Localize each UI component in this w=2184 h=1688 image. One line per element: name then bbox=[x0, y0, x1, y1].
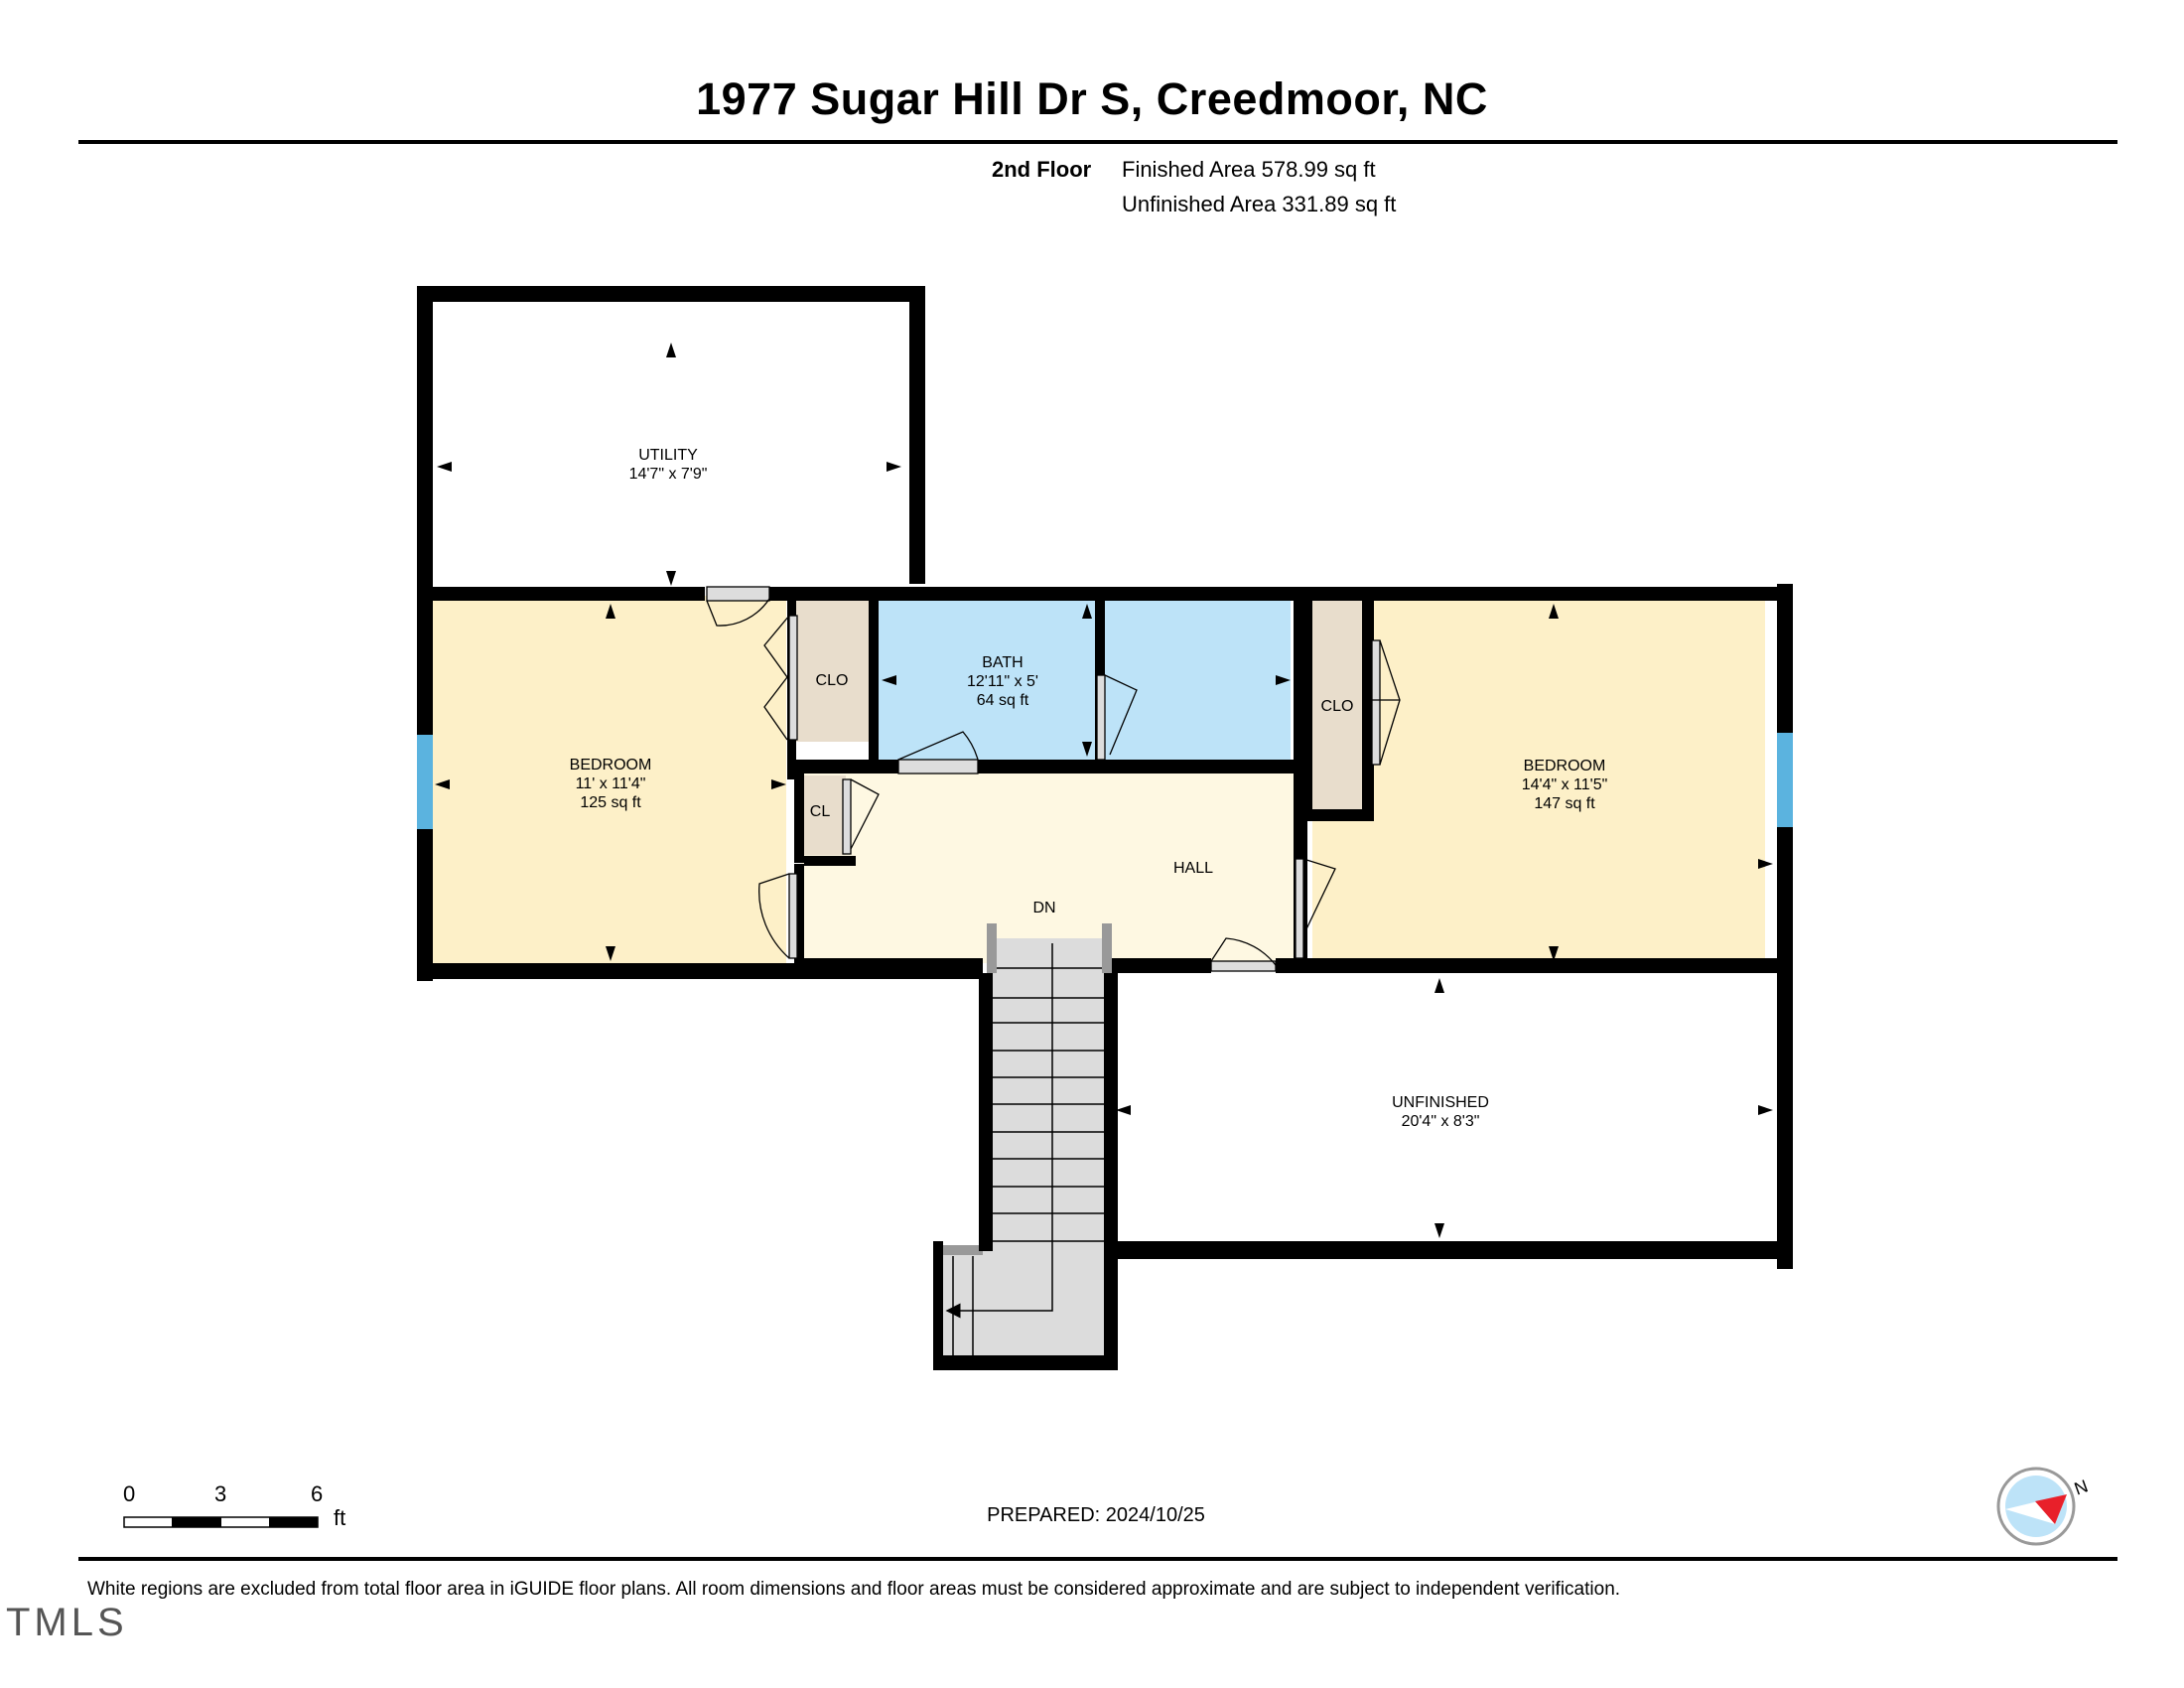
stairs-label: DN bbox=[1032, 900, 1055, 916]
utility-label: UTILITY bbox=[638, 447, 698, 464]
bedroom-right-label: BEDROOM bbox=[1524, 758, 1606, 774]
closet-left-label: CLO bbox=[816, 672, 849, 689]
header-rule bbox=[78, 140, 2117, 144]
unfinished-label: UNFINISHED bbox=[1392, 1094, 1489, 1111]
bathroom bbox=[879, 601, 1291, 760]
dimension-arrows bbox=[435, 343, 1773, 1238]
doors bbox=[706, 586, 1401, 972]
bedroom-right bbox=[1312, 601, 1765, 963]
bath-dims: 12'11" x 5' bbox=[967, 673, 1038, 690]
footer-rule bbox=[78, 1557, 2117, 1561]
unfinished-room bbox=[1112, 973, 1767, 1241]
closet-right-overlay bbox=[1312, 601, 1362, 809]
bath-area: 64 sq ft bbox=[977, 692, 1029, 709]
bedroom-left-label: BEDROOM bbox=[570, 757, 652, 774]
window-right bbox=[1777, 733, 1793, 827]
bedroom-left-area: 125 sq ft bbox=[580, 794, 641, 811]
closet-right-label: CLO bbox=[1321, 698, 1354, 715]
scale-unit: ft bbox=[334, 1505, 346, 1530]
unfinished-dims: 20'4" x 8'3" bbox=[1402, 1113, 1480, 1130]
floor-name: 2nd Floor bbox=[992, 157, 1092, 182]
scale-tick-0: 0 bbox=[123, 1481, 136, 1506]
bath-label: BATH bbox=[982, 654, 1023, 671]
closet-small-label: CL bbox=[810, 803, 831, 820]
compass-icon bbox=[1996, 1467, 2076, 1546]
utility-dims: 14'7" x 7'9" bbox=[629, 466, 708, 483]
scale-tick-6: 6 bbox=[311, 1481, 324, 1506]
hall bbox=[801, 774, 1294, 963]
closet-left bbox=[796, 601, 869, 742]
bedroom-right-area: 147 sq ft bbox=[1534, 795, 1595, 812]
bedroom-left bbox=[429, 596, 786, 963]
staircase bbox=[941, 923, 1112, 1355]
page-title: 1977 Sugar Hill Dr S, Creedmoor, NC bbox=[696, 73, 1488, 124]
scale-bar bbox=[123, 1516, 319, 1528]
closet-small bbox=[801, 775, 846, 855]
scale-tick-3: 3 bbox=[214, 1481, 227, 1506]
hall-label: HALL bbox=[1173, 860, 1213, 877]
bedroom-right-dims: 14'4" x 11'5" bbox=[1522, 776, 1608, 793]
window-left bbox=[417, 735, 433, 829]
watermark: TMLS bbox=[6, 1601, 128, 1644]
disclaimer: White regions are excluded from total fl… bbox=[87, 1579, 1621, 1600]
finished-area: Finished Area 578.99 sq ft bbox=[1122, 157, 1376, 182]
unfinished-area: Unfinished Area 331.89 sq ft bbox=[1122, 192, 1397, 216]
prepared-date: PREPARED: 2024/10/25 bbox=[987, 1504, 1205, 1526]
utility-room bbox=[429, 302, 902, 587]
bedroom-left-dims: 11' x 11'4" bbox=[576, 775, 646, 792]
